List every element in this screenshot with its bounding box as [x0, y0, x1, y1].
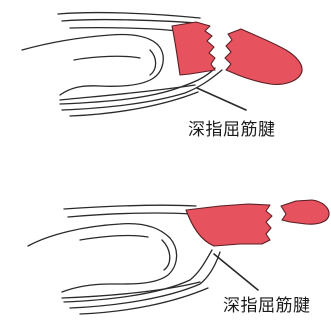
bottom-finger-outline [28, 205, 200, 298]
top-distal-fragment [225, 29, 302, 84]
top-proximal-fragment [172, 22, 215, 75]
bottom-proximal-fragment [186, 204, 272, 246]
bottom-leader-line [214, 254, 258, 290]
top-leader-line [197, 88, 246, 110]
top-tendon-label: 深指屈筋腱 [188, 120, 276, 140]
top-panel [22, 13, 302, 116]
bottom-tendon-label: 深指屈筋腱 [223, 296, 311, 316]
bottom-tendon [64, 250, 220, 314]
bottom-distal-fragment [281, 200, 329, 224]
